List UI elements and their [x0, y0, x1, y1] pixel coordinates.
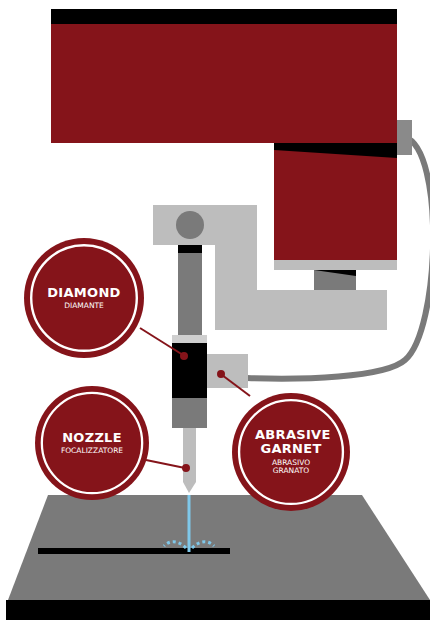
- carriage-block: [314, 270, 356, 290]
- callout-circle: NOZZLE FOCALIZZATORE: [35, 386, 149, 500]
- circle-ring: [42, 393, 142, 493]
- callout-subtitle: FOCALIZZATORE: [61, 447, 123, 456]
- abrasive-inlet: [207, 354, 248, 388]
- rod-shadow: [178, 245, 202, 253]
- head-cap: [172, 335, 207, 343]
- head-rod: [178, 245, 202, 337]
- splash: [164, 542, 214, 548]
- circle-fill: [24, 238, 144, 358]
- cut-slot: [38, 548, 230, 554]
- table-base: [6, 600, 430, 620]
- circle-fill: [232, 393, 350, 511]
- callout-title: DIAMOND: [47, 286, 120, 300]
- water-jet: [188, 495, 191, 552]
- circle-ring: [239, 400, 343, 504]
- callout-title: NOZZLE: [62, 431, 122, 445]
- carriage-shadow: [314, 270, 356, 276]
- circle-ring: [31, 245, 137, 351]
- circle-fill: [35, 386, 149, 500]
- mixing-chamber: [172, 398, 207, 428]
- callout-circle: ABRASIVE GARNET ABRASIVO GRANATO: [232, 393, 350, 511]
- hose: [247, 137, 430, 379]
- carriage-plate: [274, 260, 397, 270]
- callout-subtitle: DIAMANTE: [64, 302, 104, 311]
- nozzle: [183, 428, 196, 493]
- callout-circle: DIAMOND DIAMANTE: [24, 238, 144, 358]
- housing-lower: [274, 150, 397, 260]
- housing-top: [51, 9, 397, 25]
- housing: [51, 24, 397, 143]
- table: [8, 495, 430, 600]
- callout-title: ABRASIVE GARNET: [255, 428, 327, 457]
- hose-fitting: [397, 120, 412, 155]
- callout-subtitle: ABRASIVO GRANATO: [255, 459, 327, 476]
- arm-pivot: [176, 211, 204, 239]
- housing-shadow: [274, 143, 397, 158]
